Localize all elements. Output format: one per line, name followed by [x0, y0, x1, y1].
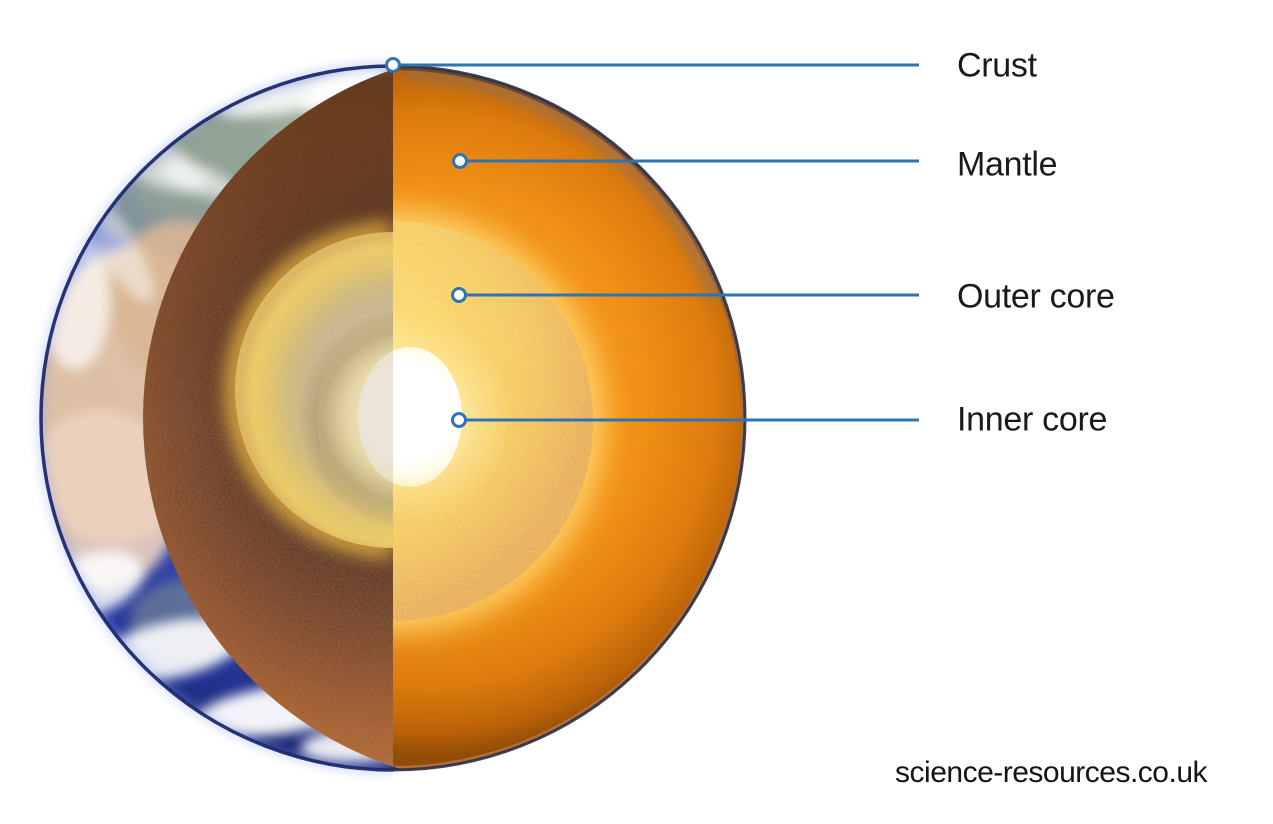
leader-lines — [393, 63, 919, 422]
globe-rim — [37, 62, 747, 774]
outer-core-marker-dot — [451, 287, 467, 303]
inner-core — [317, 308, 507, 528]
crust-marker-dot — [385, 57, 401, 73]
label-inner-core: Inner core — [957, 400, 1108, 439]
mantle-marker-dot — [452, 153, 468, 169]
label-crust: Crust — [957, 46, 1037, 85]
label-mantle: Mantle — [957, 145, 1058, 184]
inner-core-marker-dot — [451, 412, 467, 428]
label-outer-core: Outer core — [957, 277, 1115, 316]
watermark-text: science-resources.co.uk — [895, 756, 1207, 789]
leader-dots — [385, 57, 468, 428]
